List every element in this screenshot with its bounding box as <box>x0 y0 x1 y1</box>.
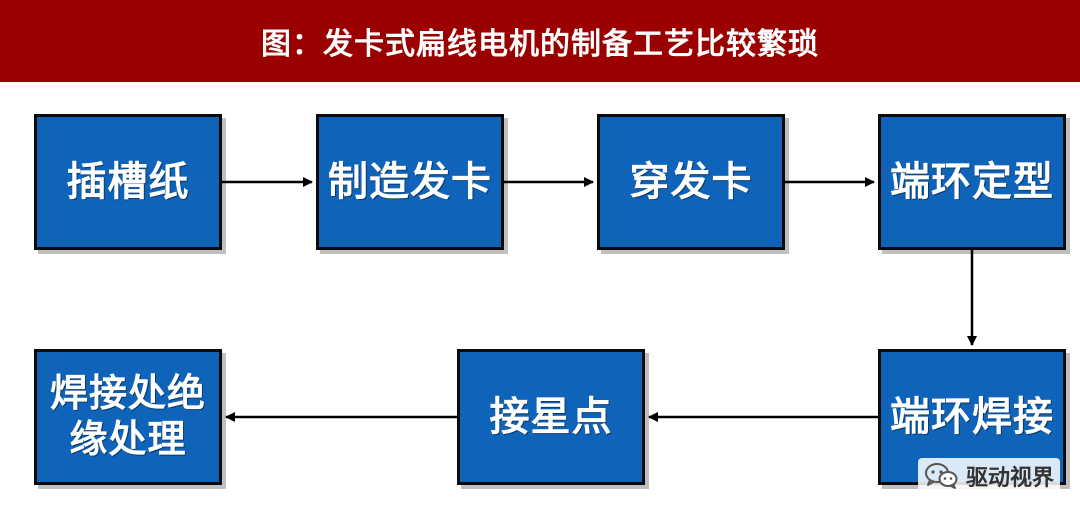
step-make-hairpin: 制造发卡 <box>316 114 504 250</box>
step-label: 插槽纸 <box>66 159 190 205</box>
watermark: 驱动视界 <box>917 458 1060 494</box>
step-label: 端环定型 <box>890 159 1054 205</box>
step-insert-hairpin: 穿发卡 <box>597 114 785 250</box>
step-insert-slot-paper: 插槽纸 <box>34 114 222 250</box>
step-label: 焊接处绝缘处理 <box>49 371 206 461</box>
step-label: 制造发卡 <box>328 159 492 205</box>
step-label: 穿发卡 <box>629 159 753 205</box>
step-label: 端环焊接 <box>890 394 1054 440</box>
step-star-point-connection: 接星点 <box>457 349 645 485</box>
step-end-ring-shaping: 端环定型 <box>878 114 1066 250</box>
wechat-icon <box>924 463 958 489</box>
step-weld-insulation: 焊接处绝缘处理 <box>34 349 222 485</box>
title-banner: 图：发卡式扁线电机的制备工艺比较繁琐 <box>0 0 1080 82</box>
step-label: 接星点 <box>489 394 613 440</box>
diagram-title: 图：发卡式扁线电机的制备工艺比较繁琐 <box>261 27 819 62</box>
watermark-text: 驱动视界 <box>965 466 1054 491</box>
